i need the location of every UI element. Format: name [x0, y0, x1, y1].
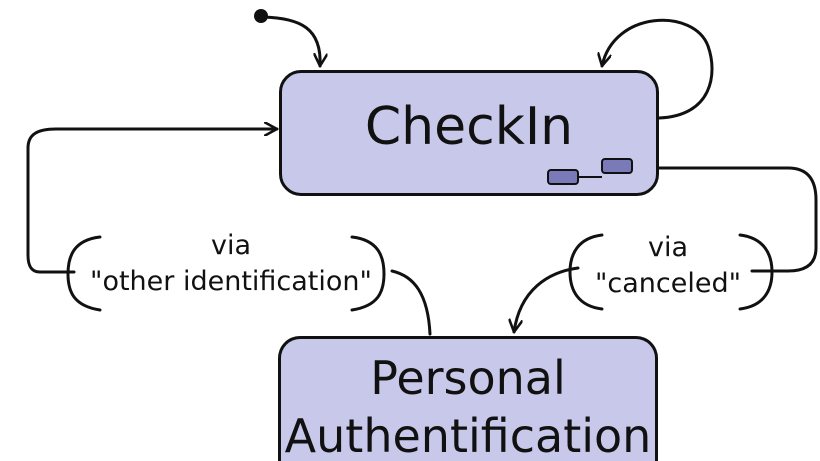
transition-other-identification-tail — [390, 269, 432, 336]
guard-bracket-right-open — [568, 233, 604, 311]
guard-right-line2: "canceled" — [594, 268, 742, 299]
transition-canceled-head — [514, 266, 580, 332]
guard-left-line2: "other identification" — [90, 266, 372, 297]
state-auth-label: Personal Authentification — [285, 349, 652, 461]
guard-label-other-identification: via "other identification" — [72, 228, 390, 300]
guard-bracket-right-close — [738, 233, 774, 311]
composite-state-icon — [547, 158, 633, 185]
guard-bracket-left-close — [350, 235, 386, 312]
transition-other-identification — [26, 129, 279, 274]
guard-right-line1: via — [647, 232, 689, 263]
guard-label-canceled: via "canceled" — [586, 230, 750, 302]
self-transition-checkin — [602, 18, 714, 120]
initial-transition — [261, 15, 320, 66]
state-checkin-label: CheckIn — [364, 97, 574, 157]
guard-left-line1: via — [210, 230, 252, 261]
state-auth-label-line2: Authentification — [284, 409, 652, 461]
transition-canceled — [657, 166, 818, 273]
guard-bracket-left-open — [66, 235, 102, 312]
state-auth-label-line1: Personal — [370, 351, 566, 405]
state-personal-authentification[interactable]: Personal Authentification — [278, 336, 658, 461]
initial-node-icon — [254, 9, 268, 23]
state-checkin[interactable]: CheckIn — [279, 70, 659, 196]
